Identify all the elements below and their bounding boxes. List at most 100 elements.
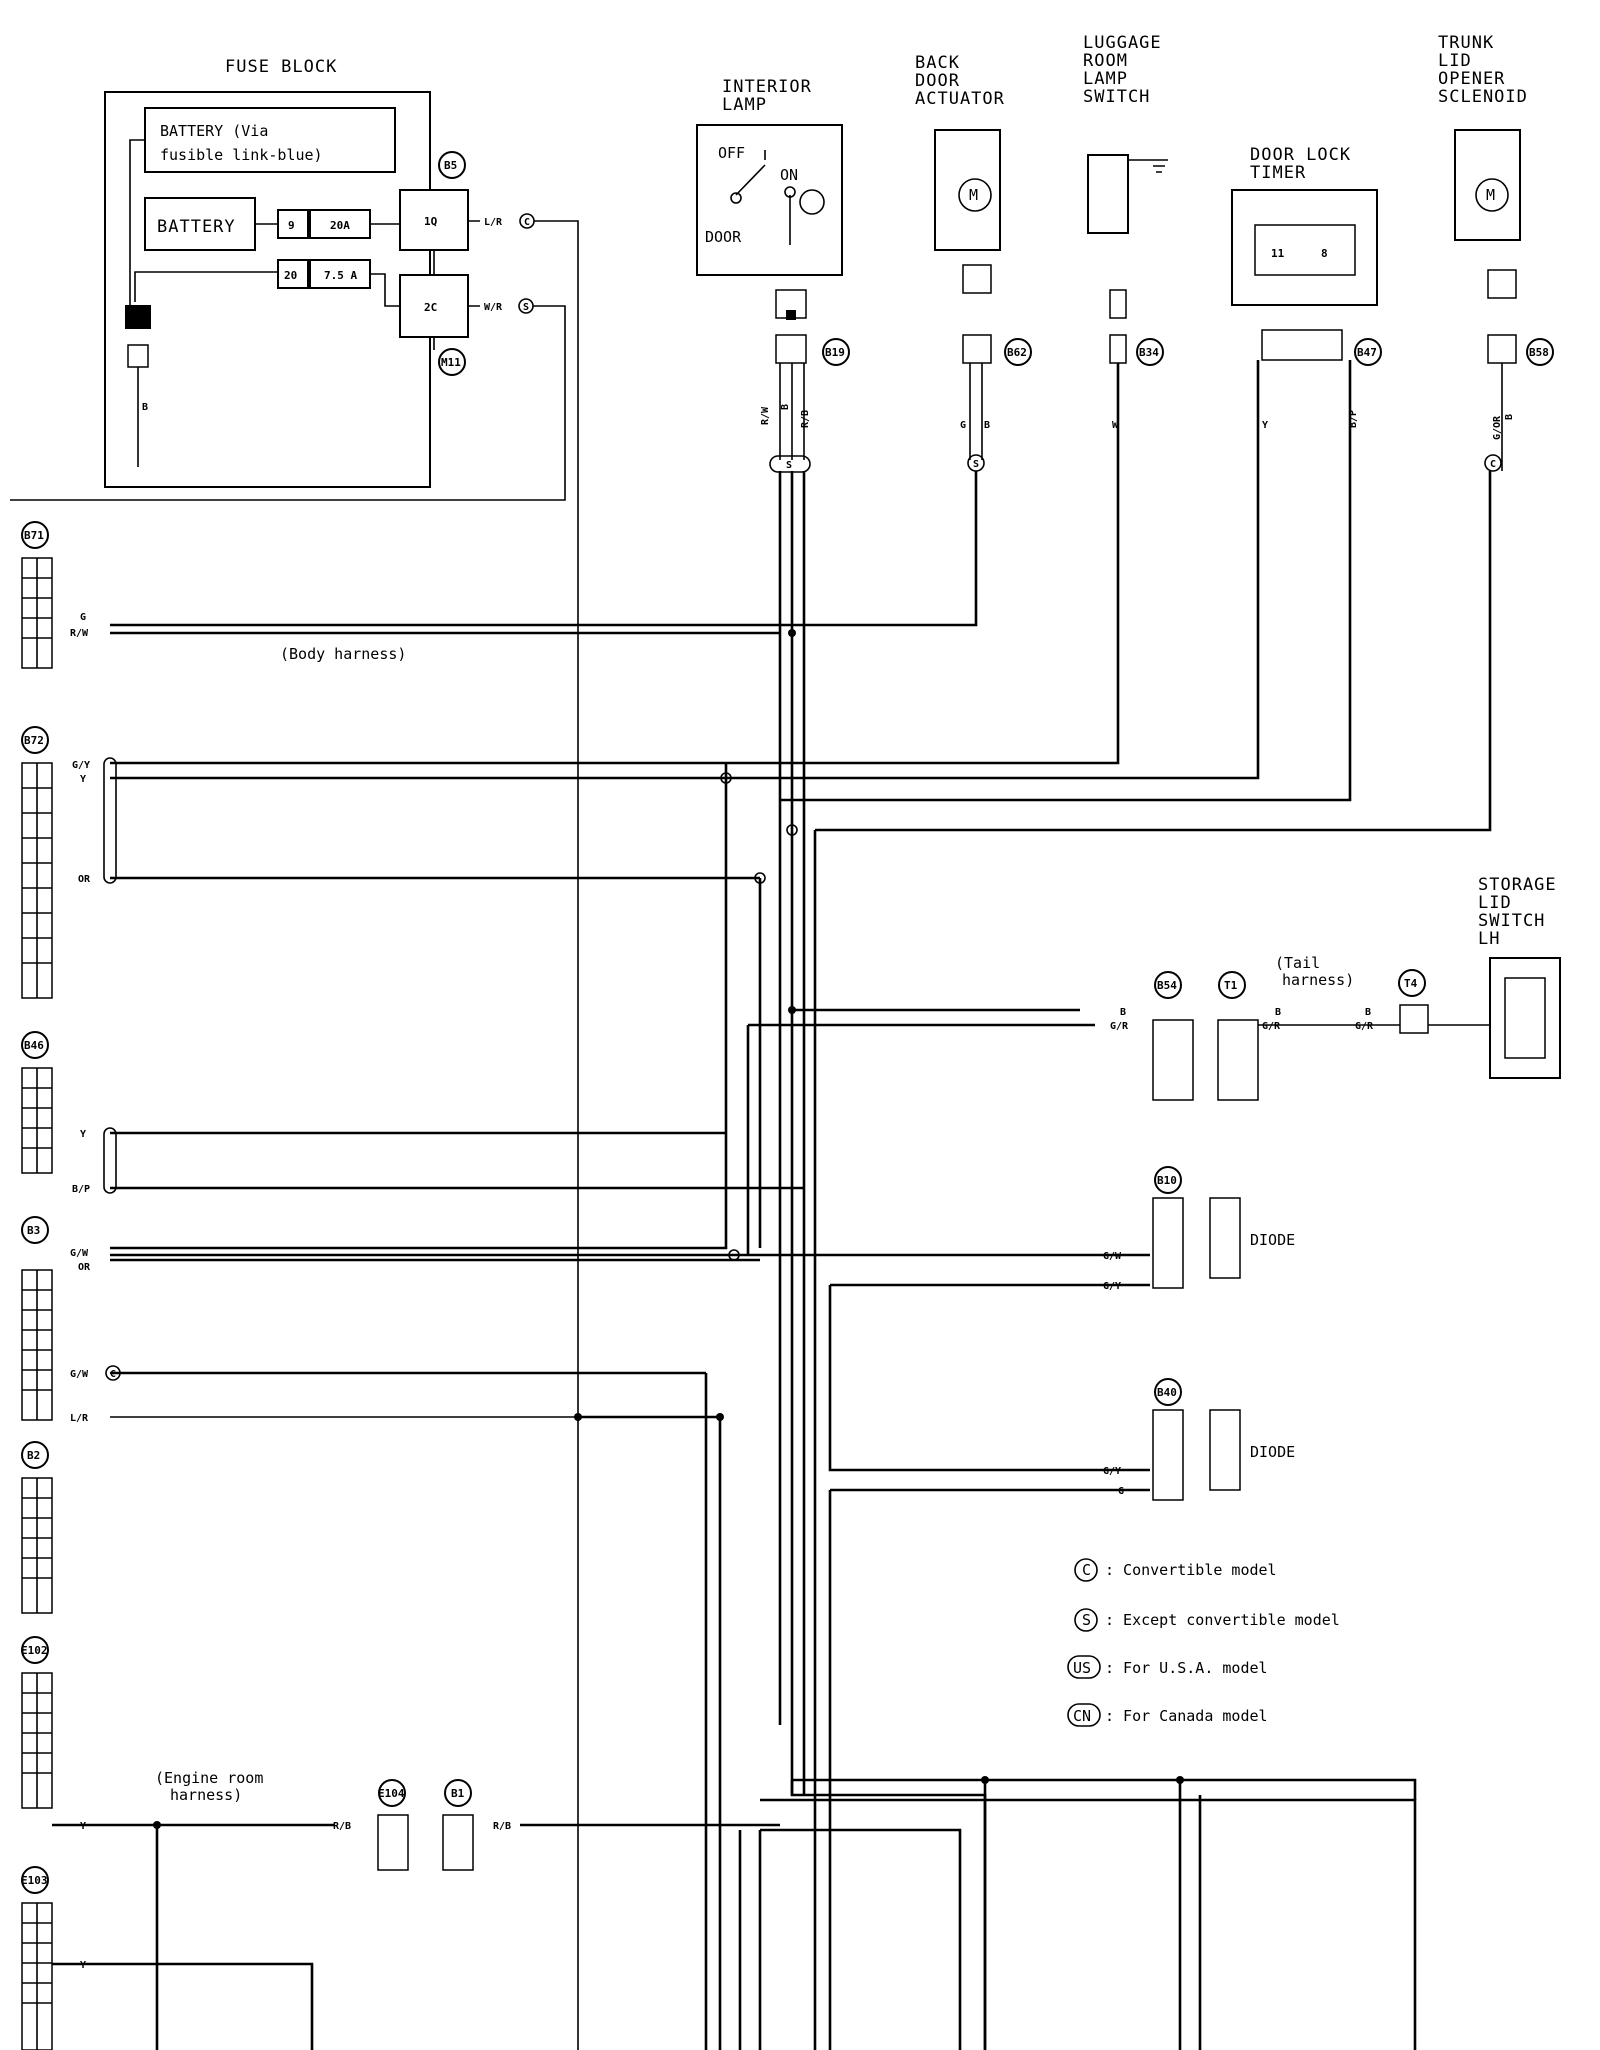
interior-lamp-switch xyxy=(735,150,791,245)
fuse-20-number: 20 xyxy=(284,269,297,282)
timer-pinout xyxy=(1254,224,1356,276)
timer-pin-8: 8 xyxy=(1321,247,1328,260)
connector-b62-body xyxy=(962,334,992,364)
interior-lamp-s-text: S xyxy=(786,460,792,471)
fuse-block-title: FUSE BLOCK xyxy=(225,57,337,77)
b3-c-text: C xyxy=(110,1369,116,1380)
fuse-20-amp: 7.5 A xyxy=(324,269,357,282)
trunk-lid-opener: TRUNK LID OPENER SCLENOID M B58 G/OR B C xyxy=(815,33,1554,832)
connector-b71: B71 xyxy=(24,529,44,542)
luggage-plug xyxy=(1109,289,1127,319)
connector-e104: E104 xyxy=(378,1787,405,1800)
legend-cn-code: CN xyxy=(1073,1707,1091,1725)
battery-via-box xyxy=(144,107,396,173)
legend-c-text: : Convertible model xyxy=(1105,1561,1277,1579)
luggage-label-3: LAMP xyxy=(1083,69,1128,89)
connector-b19-badge xyxy=(822,338,850,366)
fuse-20-box xyxy=(277,259,309,289)
connector-e103-badge xyxy=(21,1866,49,1894)
legend-c-badge xyxy=(1074,1558,1098,1582)
legend-us-text: : For U.S.A. model xyxy=(1105,1659,1268,1677)
legend-us-code: US xyxy=(1073,1659,1091,1677)
diode-b40-body xyxy=(1209,1409,1241,1491)
interior-lamp-frame xyxy=(696,124,843,276)
junction-y-open xyxy=(720,772,732,784)
t4-wire-b: B xyxy=(1365,1007,1371,1018)
trunk-label-2: LID xyxy=(1438,51,1472,71)
wire-lr-label: L/R xyxy=(484,217,503,228)
connector-b62: B62 xyxy=(1007,346,1027,359)
connector-b71-badge xyxy=(21,521,49,549)
back-door-motor-icon xyxy=(958,178,992,212)
b3-c-marker xyxy=(105,1365,121,1381)
terminal-2c: 2C xyxy=(424,301,437,314)
b46-wire-y: Y xyxy=(80,1129,86,1140)
wire-rb-down-1 xyxy=(790,1780,987,2050)
connector-m11-badge xyxy=(438,348,466,376)
b58-wire-gor: G/OR xyxy=(1492,415,1503,440)
b19-wire-rb: R/B xyxy=(800,410,811,428)
junction-rb-2 xyxy=(1176,1776,1184,1784)
junction-or-open xyxy=(754,872,766,884)
connector-b62-badge xyxy=(1004,338,1032,366)
b1-wire-rb: R/B xyxy=(493,1821,511,1832)
connector-m11: M11 xyxy=(441,356,461,369)
connector-b19-body xyxy=(775,334,807,364)
interior-lamp-on: ON xyxy=(780,166,798,184)
legend-cn-text: : For Canada model xyxy=(1105,1707,1268,1725)
connector-t1-body xyxy=(1217,1019,1259,1101)
connector-b54: B54 xyxy=(1157,979,1177,992)
interior-lamp-label-1: INTERIOR xyxy=(722,77,812,97)
back-door-leads xyxy=(969,363,983,460)
luggage-label-4: SWITCH xyxy=(1083,87,1150,107)
b46-wire-bp: B/P xyxy=(72,1184,90,1195)
trunk-motor-m: M xyxy=(1486,186,1495,204)
legend: C : Convertible model S : Except convert… xyxy=(1067,1558,1340,1727)
b34-wire-w: W xyxy=(1112,420,1119,431)
connector-b72: B72 xyxy=(24,734,44,747)
interior-lamp-leads xyxy=(779,363,805,460)
interior-lamp: INTERIOR LAMP OFF ON DOOR B19 R/W B R/B … xyxy=(696,77,850,473)
legend-cn-badge xyxy=(1067,1703,1101,1727)
trunk-c-marker xyxy=(1484,454,1502,472)
b47-wire-y: Y xyxy=(1262,420,1268,431)
connector-t4: T4 xyxy=(1404,977,1418,990)
connector-b34-badge xyxy=(1136,338,1164,366)
b71-wire-rw: R/W xyxy=(70,628,89,639)
t1-wire-b: B xyxy=(1275,1007,1281,1018)
connector-e102: E102 xyxy=(21,1644,48,1657)
back-door-label-2: DOOR xyxy=(915,71,960,91)
battery-via-wire xyxy=(129,139,145,305)
connector-b10-body xyxy=(1152,1197,1184,1289)
connector-b1-badge xyxy=(444,1779,472,1807)
back-door-label-1: BACK xyxy=(915,53,960,73)
timer-label-1: DOOR LOCK xyxy=(1250,145,1351,165)
b62-wire-g: G xyxy=(960,420,966,431)
storage-lid-switch: STORAGE LID SWITCH LH B54 B G/R T1 (Tail… xyxy=(1110,875,1561,1101)
storage-label-1: STORAGE xyxy=(1478,875,1557,895)
connector-e104-body xyxy=(377,1814,409,1871)
junction-lr-2 xyxy=(716,1413,724,1421)
b10-wire-gw: G/W xyxy=(1103,1251,1122,1262)
main-bus xyxy=(110,471,1417,2050)
connector-b47: B47 xyxy=(1357,346,1377,359)
connector-b3-grid xyxy=(22,1270,52,1420)
connector-e102-badge xyxy=(21,1636,49,1664)
fuse-9-amp-box xyxy=(309,209,371,239)
connector-e102-grid xyxy=(22,1673,52,1808)
wire-rb-right-2 xyxy=(760,1798,1417,2050)
storage-label-3: SWITCH xyxy=(1478,911,1545,931)
connector-b40-body xyxy=(1152,1409,1184,1501)
battery-box xyxy=(144,197,256,251)
marker-c-lr-text: C xyxy=(524,217,530,228)
trunk-label-1: TRUNK xyxy=(1438,33,1494,53)
wire-e103-y xyxy=(52,1962,314,2050)
junction-gor-open xyxy=(786,824,798,836)
t4-wire-gr: G/R xyxy=(1355,1021,1374,1032)
e104-b1: E104 R/B B1 R/B xyxy=(333,1779,780,1871)
battery-via-label-2: fusible link-blue) xyxy=(160,146,323,164)
interior-lamp-label-2: LAMP xyxy=(722,95,767,115)
connector-b3-badge xyxy=(21,1216,49,1244)
b72-s-bracket xyxy=(103,757,117,884)
connector-e104-badge xyxy=(378,1779,406,1807)
